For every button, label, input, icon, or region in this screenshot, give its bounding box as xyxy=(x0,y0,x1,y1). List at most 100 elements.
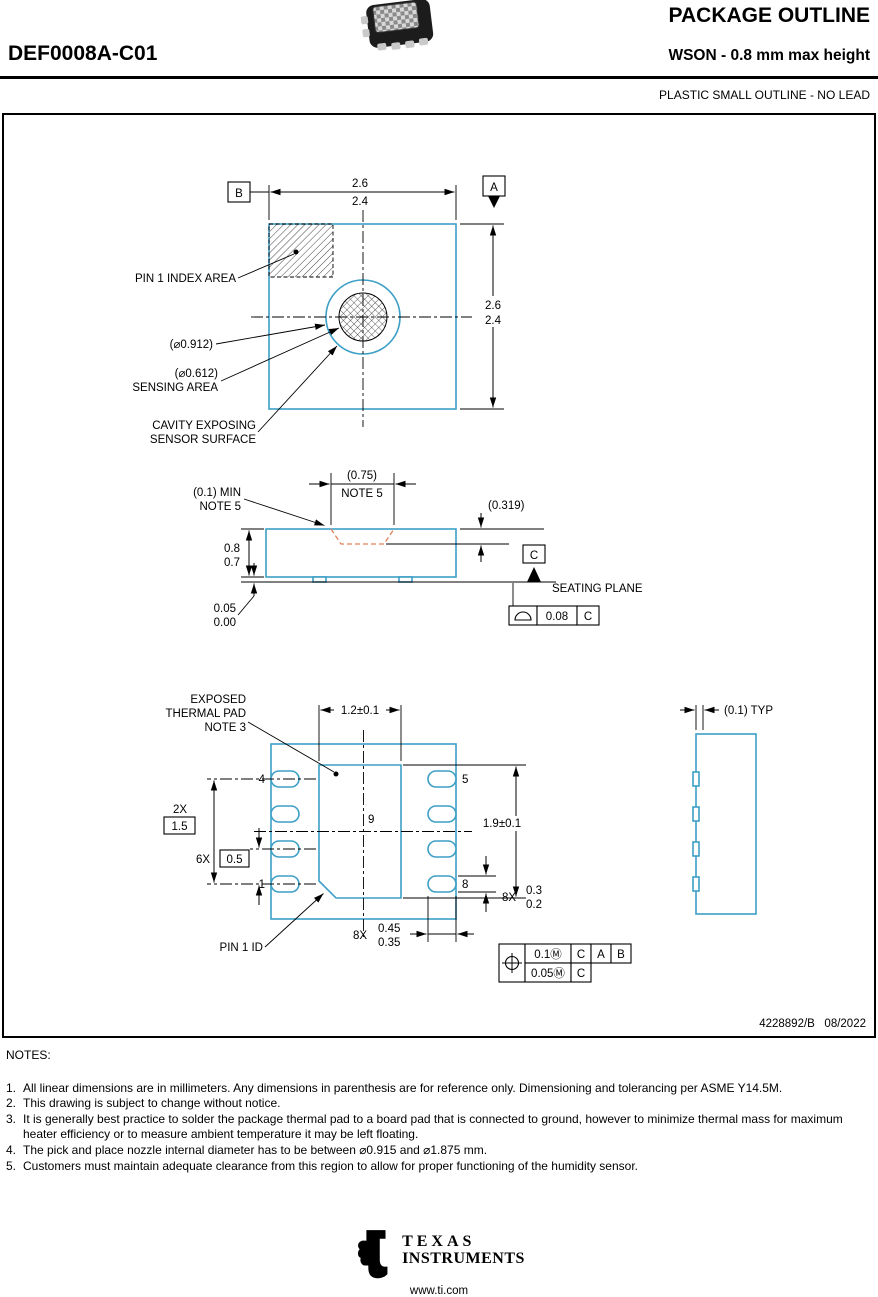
note-number: 4. xyxy=(6,1142,17,1157)
note-item: 5. Customers must maintain adequate clea… xyxy=(6,1159,870,1175)
dim-thermal-pad-width: 1.2±0.1 xyxy=(341,705,379,717)
dim-2x-value-box xyxy=(163,816,196,835)
note-number: 5. xyxy=(6,1158,17,1173)
dim-6x-value: 0.5 xyxy=(227,854,243,866)
pin1-index-label: PIN 1 INDEX AREA xyxy=(135,273,236,285)
fcf-row1-datum3-cell xyxy=(610,943,632,964)
pad-8 xyxy=(427,875,457,893)
note-item: 2. This drawing is subject to change wit… xyxy=(6,1096,870,1112)
website-link[interactable]: www.ti.com xyxy=(409,1285,469,1297)
exposed-pad-label-2: THERMAL PAD xyxy=(165,708,246,720)
doc-number: 4228892/B 08/2022 xyxy=(759,1018,866,1030)
dim-pad-length-upper: 0.45 xyxy=(378,923,400,935)
page-title-part-number: DEF0008A-C01 xyxy=(8,42,158,65)
pin-number-1: 1 xyxy=(259,879,265,891)
dim-pullback: (0.1) TYP xyxy=(724,705,773,717)
ti-logo: TEXAS INSTRUMENTS xyxy=(353,1228,525,1282)
flatness-tolerance: 0.08 xyxy=(546,611,568,623)
dim-cavity-width-note: NOTE 5 xyxy=(341,488,383,500)
flatness-datum: C xyxy=(584,611,592,623)
dim-cavity-depth: (0.319) xyxy=(488,500,525,512)
datum-c-triangle xyxy=(527,567,541,582)
footer: TEXAS INSTRUMENTS www.ti.com xyxy=(0,1228,878,1297)
dim-top-width-upper: 2.6 xyxy=(352,178,368,190)
datum-a-label: A xyxy=(490,182,498,194)
note-number: 2. xyxy=(6,1096,17,1111)
dim-2x-value: 1.5 xyxy=(172,821,188,833)
dim-min: (0.1) MIN xyxy=(193,487,241,499)
dim-2x-label: 2X xyxy=(173,804,187,816)
dim-standoff-lower: 0.00 xyxy=(214,617,236,629)
terminal-side xyxy=(692,876,700,892)
dim-pad-width-lower: 0.2 xyxy=(526,899,542,911)
datum-c-label: C xyxy=(530,550,538,562)
page-subtitle: WSON - 0.8 mm max height xyxy=(668,47,870,64)
pin1-id-label: PIN 1 ID xyxy=(220,942,263,954)
dim-pad-length-count: 8X xyxy=(353,930,367,942)
outer-diameter-label: (⌀0.912) xyxy=(170,339,214,351)
note-item: 4. The pick and place nozzle internal di… xyxy=(6,1143,870,1159)
brand-texas: TEXAS xyxy=(402,1233,476,1250)
pad-6 xyxy=(427,805,457,823)
header-divider xyxy=(0,76,878,79)
note-item: 1. All linear dimensions are in millimet… xyxy=(6,1081,870,1097)
note-text: All linear dimensions are in millimeters… xyxy=(23,1080,783,1095)
pin1-leader-dot xyxy=(293,249,299,255)
drawing-frame: 2.6 2.4 B 2.6 2.4 A PIN 1 INDEX AREA (⌀0… xyxy=(2,113,876,1038)
exposed-pad-label-3: NOTE 3 xyxy=(204,722,246,734)
pad-5 xyxy=(427,770,457,788)
ti-wordmark: TEXAS INSTRUMENTS xyxy=(402,1228,525,1268)
dim-side-height-lower: 2.4 xyxy=(485,315,502,327)
fcf-flatness-datum-cell xyxy=(576,605,600,626)
drawing-svg: 2.6 2.4 B 2.6 2.4 A PIN 1 INDEX AREA (⌀0… xyxy=(132,175,866,1030)
note-text: It is generally best practice to solder … xyxy=(23,1111,843,1142)
pin-number-8: 8 xyxy=(462,879,468,891)
terminal-lead xyxy=(312,576,327,583)
terminal-side xyxy=(692,771,700,787)
note-text: The pick and place nozzle internal diame… xyxy=(23,1142,488,1157)
cavity-profile xyxy=(330,528,395,545)
fcf-row1-datum2: A xyxy=(597,949,605,961)
datum-c-box xyxy=(522,544,546,564)
terminal-side xyxy=(692,841,700,857)
seating-plane-label: SEATING PLANE xyxy=(552,583,643,595)
ti-bug-logo-icon xyxy=(358,1230,388,1279)
dim-pad-length-lower: 0.35 xyxy=(378,937,400,949)
bottom-view: 1.2±0.1 EXPOSED THERMAL PAD NOTE 3 4 1 5… xyxy=(163,694,632,983)
fcf-row2-datum1: C xyxy=(577,968,585,980)
datum-a-triangle xyxy=(488,196,500,208)
package-family-label: PLASTIC SMALL OUTLINE - NO LEAD xyxy=(659,88,870,102)
dim-cavity-width: (0.75) xyxy=(347,470,377,482)
dim-height-lower: 0.7 xyxy=(224,557,240,569)
inner-diameter-label: (⌀0.612) xyxy=(175,368,219,380)
package-body-side-view xyxy=(265,528,457,578)
package-photo-icon xyxy=(354,0,444,57)
exposed-pad-label-1: EXPOSED xyxy=(190,694,246,706)
pin-number-9: 9 xyxy=(368,814,374,826)
dim-min-note: NOTE 5 xyxy=(199,501,241,513)
notes-heading: NOTES: xyxy=(6,1048,51,1062)
dim-side-height-upper: 2.6 xyxy=(485,300,501,312)
pin1-index-area xyxy=(268,223,334,278)
datum-b-label: B xyxy=(235,188,243,200)
note-number: 1. xyxy=(6,1080,17,1095)
pad-7 xyxy=(427,840,457,858)
note-item: 3. It is generally best practice to sold… xyxy=(6,1112,870,1143)
brand-instruments: INSTRUMENTS xyxy=(402,1250,525,1267)
cavity-label-line2: SENSOR SURFACE xyxy=(150,434,256,446)
fcf-row1-datum3: B xyxy=(617,949,625,961)
note-text: This drawing is subject to change withou… xyxy=(23,1096,281,1111)
pin-number-5: 5 xyxy=(462,774,468,786)
dim-top-width-lower: 2.4 xyxy=(352,196,369,208)
terminal-lead xyxy=(398,576,413,583)
thermal-pad-leader-dot xyxy=(333,771,339,777)
pin-number-4: 4 xyxy=(259,774,266,786)
note-text: Customers must maintain adequate clearan… xyxy=(23,1158,638,1173)
notes-section: NOTES: 1. All linear dimensions are in m… xyxy=(6,1048,870,1174)
page-title: PACKAGE OUTLINE xyxy=(668,4,870,27)
dim-6x-label: 6X xyxy=(196,854,210,866)
package-body-side-view-2 xyxy=(695,733,757,915)
fcf-row1-datum1: C xyxy=(577,949,585,961)
fcf-row1-tolerance: 0.1Ⓜ xyxy=(534,948,562,961)
dim-thermal-pad-length: 1.9±0.1 xyxy=(483,818,521,830)
